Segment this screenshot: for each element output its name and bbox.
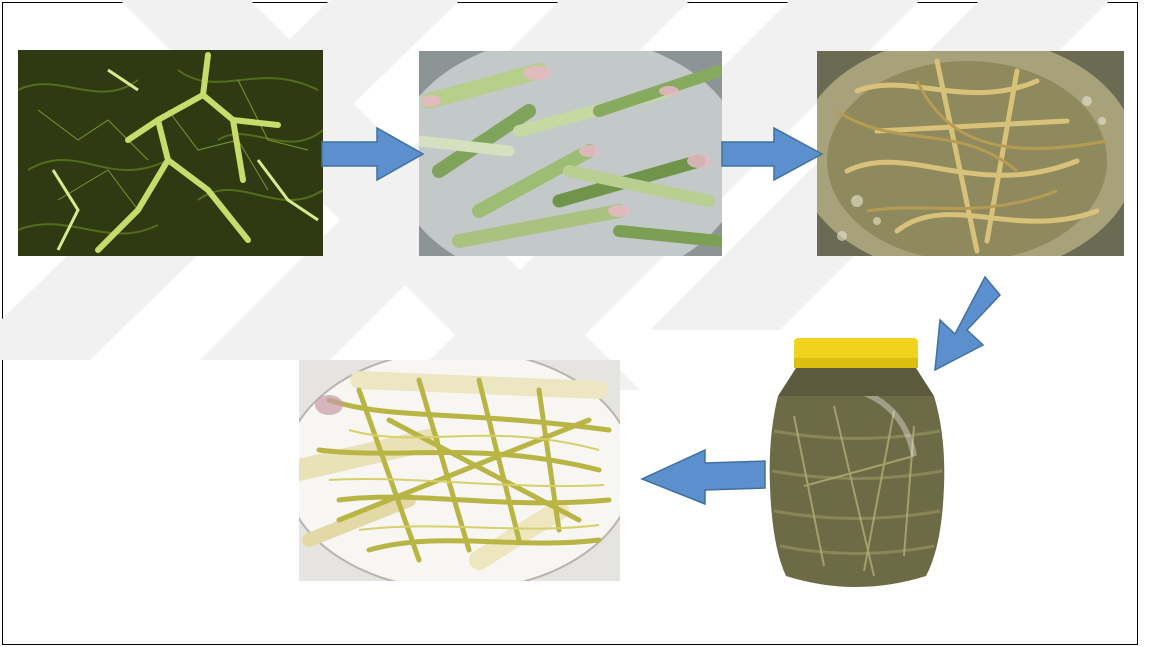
arrow-step1-to-step2	[322, 128, 423, 180]
arrow-step3-to-step4	[935, 277, 1000, 370]
arrow-step4-to-step5	[642, 450, 765, 504]
arrow-step2-to-step3	[722, 128, 822, 180]
